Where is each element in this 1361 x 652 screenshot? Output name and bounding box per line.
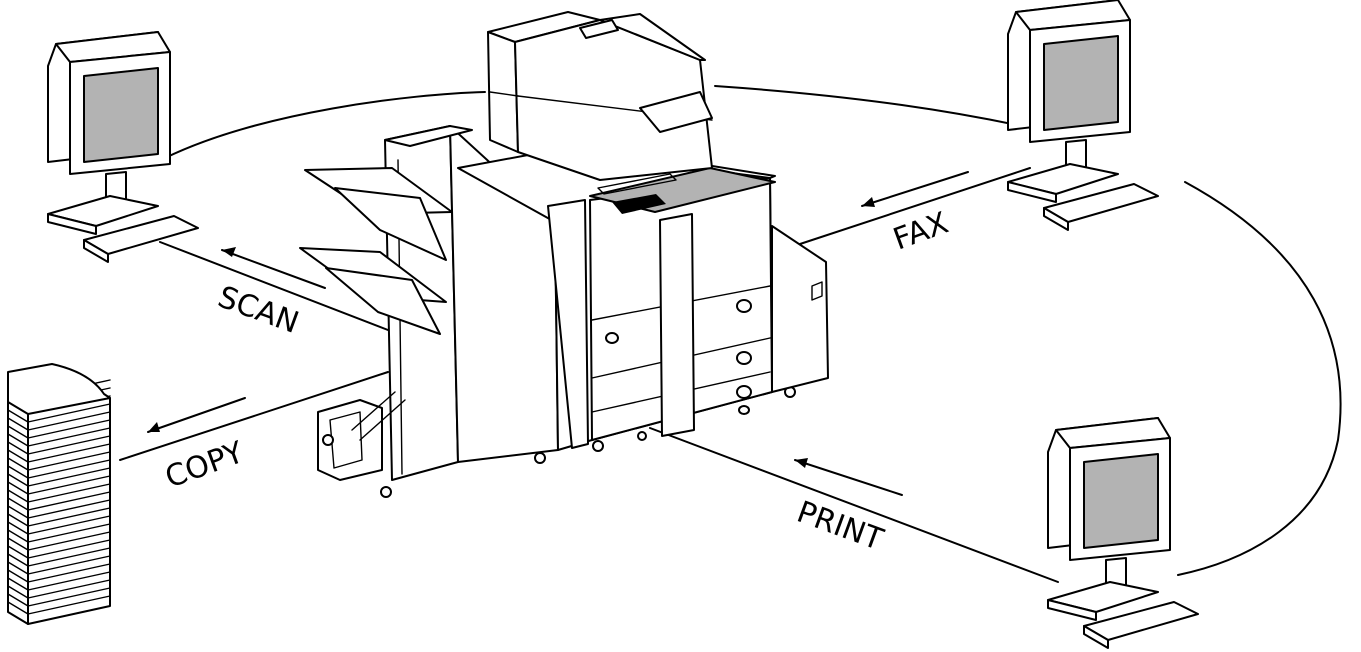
paper-stack-icon [7, 363, 111, 625]
network-loop-line [1177, 181, 1342, 576]
fax-label: FAX [889, 206, 953, 258]
fax-arrow [861, 171, 969, 207]
fax-connection-line [799, 167, 1031, 245]
print-label: PRINT [792, 495, 888, 558]
multifunction-printer-icon [299, 11, 829, 498]
print-connection-line [649, 427, 1059, 583]
scan-label: SCAN [213, 280, 303, 341]
copy-label: COPY [161, 435, 249, 496]
copy-connection-line [119, 371, 389, 461]
network-loop-line [164, 91, 486, 159]
print-arrow [794, 458, 903, 496]
scan-workstation-icon [47, 31, 199, 263]
scan-connection-line [159, 241, 389, 331]
scan-arrow [221, 247, 326, 289]
network-loop-line [714, 85, 1041, 131]
fax-workstation-icon [1007, 0, 1159, 231]
copy-arrow [147, 397, 246, 433]
print-workstation-icon [1047, 417, 1199, 649]
